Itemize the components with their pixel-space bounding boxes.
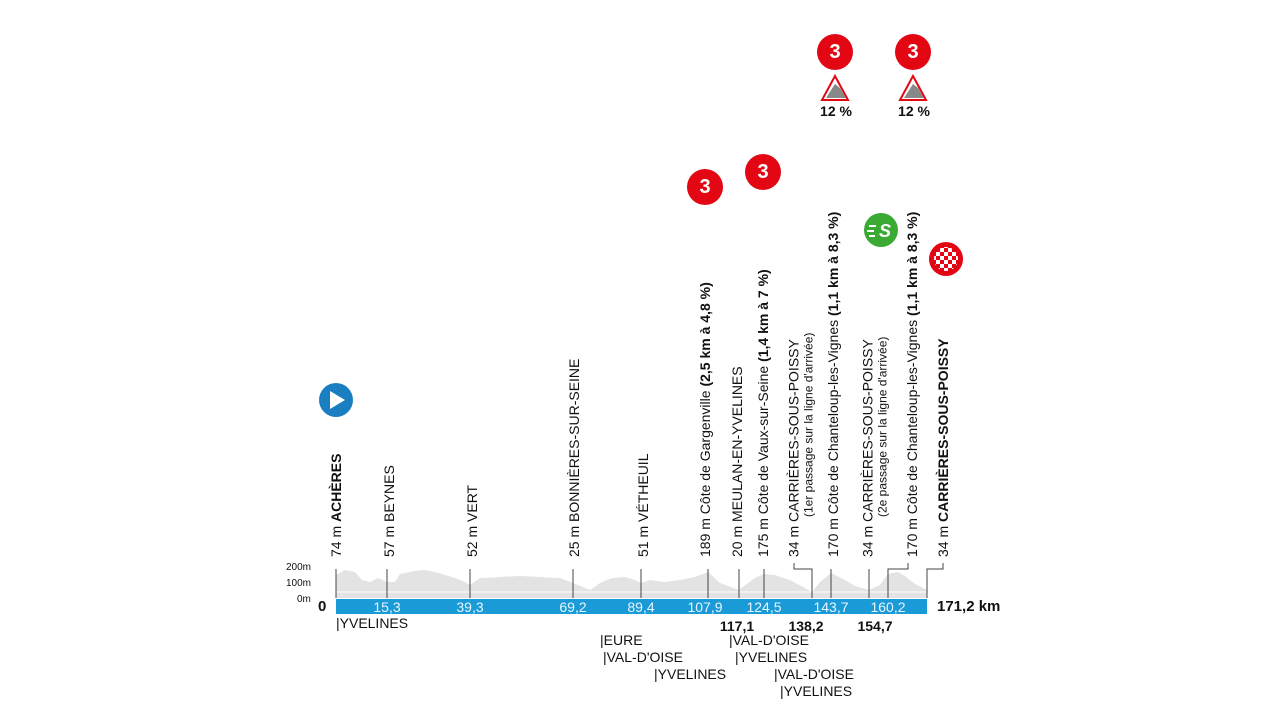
- steep-percent: 12 %: [898, 103, 930, 119]
- department-label: |VAL-D'OISE: [774, 666, 854, 682]
- climb-label: 175 m Côte de Vaux-sur-Seine (1,4 km à 7…: [755, 269, 771, 557]
- finish-label: 34 m CARRIÈRES-SOUS-POISSY: [935, 338, 951, 557]
- department-label: |YVELINES: [780, 683, 853, 699]
- department-label: |VAL-D'OISE: [603, 649, 683, 665]
- km-marker: 69,2: [559, 599, 587, 615]
- point-label: 74 m ACHÈRES: [328, 453, 344, 557]
- start-km: 0: [318, 598, 327, 615]
- climb-label: 189 m Côte de Gargenville (2,5 km à 4,8 …: [697, 282, 713, 557]
- steep-climb-icon: [820, 73, 850, 101]
- y-label-100: 100m: [286, 578, 312, 589]
- climb-label: 170 m Côte de Chanteloup-les-Vignes (1,1…: [904, 211, 920, 557]
- department-label: |YVELINES: [735, 649, 808, 665]
- km-marker: 15,3: [373, 599, 401, 615]
- sprint-letter: S: [879, 221, 891, 241]
- km-marker: 117,1: [719, 618, 755, 634]
- climb-category-badge: 3: [817, 34, 853, 70]
- sprint-icon: S: [864, 213, 898, 247]
- km-marker: 39,3: [456, 599, 484, 615]
- km-marker: 124,5: [746, 599, 782, 615]
- department-label: |YVELINES: [654, 666, 727, 682]
- climb-category-badge: 3: [895, 34, 931, 70]
- km-marker: 143,7: [813, 599, 849, 615]
- end-km: 171,2 km: [937, 598, 1001, 615]
- km-ticks: [335, 563, 944, 598]
- climb-label: 170 m Côte de Chanteloup-les-Vignes (1,1…: [825, 211, 841, 557]
- km-marker: 107,9: [687, 599, 723, 615]
- y-label-0: 0m: [297, 594, 311, 605]
- start-icon: [319, 383, 353, 417]
- distance-bar: [336, 599, 927, 614]
- point-label: 57 m BEYNES: [381, 465, 397, 557]
- km-marker: 89,4: [627, 599, 655, 615]
- climb-category-badge: 3: [745, 154, 781, 190]
- point-label: 51 m VÉTHEUIL: [635, 453, 651, 557]
- point-label: 34 m CARRIÈRES-SOUS-POISSY(1er passage s…: [785, 332, 816, 557]
- point-label: 25 m BONNIÈRES-SUR-SEINE: [566, 358, 582, 557]
- km-marker: 138,2: [788, 618, 824, 634]
- steep-climb-icon: [898, 73, 928, 101]
- steep-percent: 12 %: [820, 103, 852, 119]
- elevation-area: [336, 570, 927, 598]
- department-label: |VAL-D'OISE: [729, 632, 809, 648]
- department-label: |EURE: [600, 632, 643, 648]
- km-marker: 160,2: [870, 599, 906, 615]
- km-marker: 154,7: [857, 618, 893, 634]
- climb-category-badge: 3: [687, 169, 723, 205]
- y-label-200: 200m: [286, 562, 312, 573]
- point-label: 34 m CARRIÈRES-SOUS-POISSY(2e passage su…: [859, 336, 890, 557]
- point-label: 20 m MEULAN-EN-YVELINES: [729, 366, 745, 557]
- department-label: |YVELINES: [336, 615, 409, 631]
- finish-icon: [929, 242, 963, 276]
- point-label: 52 m VERT: [464, 484, 480, 557]
